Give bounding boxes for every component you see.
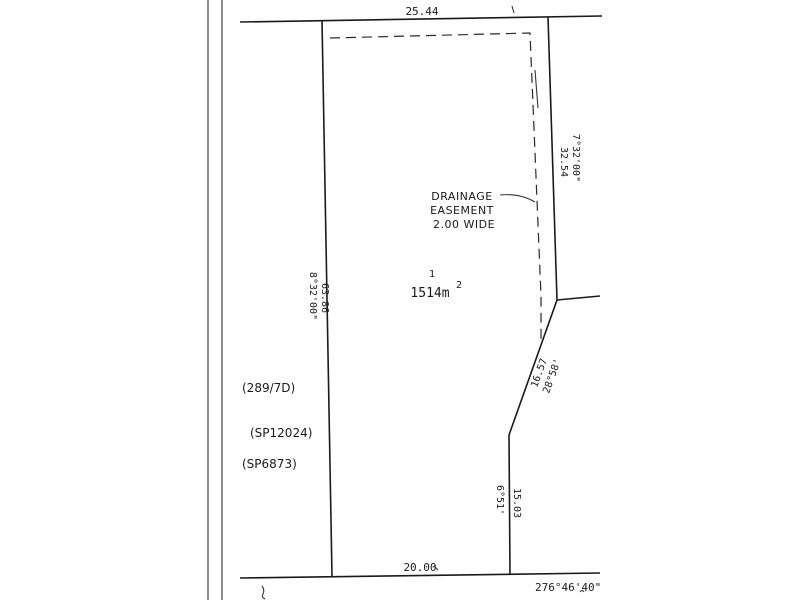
- lot-right-boundary-lower: [508, 434, 511, 575]
- bottom-bearing: 276°46'40": [535, 581, 601, 594]
- bottom-boundary-line: [239, 572, 601, 579]
- lot-left-boundary: [321, 19, 333, 577]
- left-side-length: 63.86: [319, 283, 330, 313]
- easement-label-line3: 2.00 WIDE: [433, 218, 495, 231]
- scribble-mark-bottom-left: [261, 585, 266, 600]
- adjoining-boundary-right: [556, 295, 601, 301]
- easement-leader-line: [499, 194, 536, 203]
- easement-label-line2: EASEMENT: [430, 204, 494, 217]
- easement-marker-line: [534, 69, 539, 109]
- lot-right-boundary-diagonal: [508, 299, 558, 436]
- top-tick-mark: [511, 5, 515, 14]
- top-dimension: 25.44: [405, 5, 438, 18]
- right-lower-bearing: 6°51': [494, 485, 505, 515]
- reference-sp6873: (SP6873): [242, 457, 297, 471]
- lot-area: 1514m: [410, 286, 449, 301]
- reference-289-7d: (289/7D): [242, 381, 295, 395]
- left-side-bearing: 8°32'00": [307, 272, 318, 320]
- top-boundary-line: [239, 15, 603, 23]
- lot-number: 1: [429, 269, 435, 280]
- easement-label-line1: DRAINAGE: [431, 190, 492, 203]
- drainage-easement-line: [329, 32, 542, 340]
- reference-sp12024: (SP12024): [250, 426, 312, 440]
- lot-area-superscript: 2: [456, 280, 462, 291]
- right-upper-length: 32.54: [558, 147, 569, 177]
- right-lower-length: 15.03: [511, 488, 522, 518]
- right-upper-bearing: 7°32'00": [570, 134, 581, 182]
- lot-right-boundary-upper: [547, 16, 558, 301]
- scribble-mark-bottom-right: [579, 589, 585, 593]
- bottom-tick-mark: [433, 565, 439, 571]
- bottom-dimension: 20.00: [403, 561, 436, 574]
